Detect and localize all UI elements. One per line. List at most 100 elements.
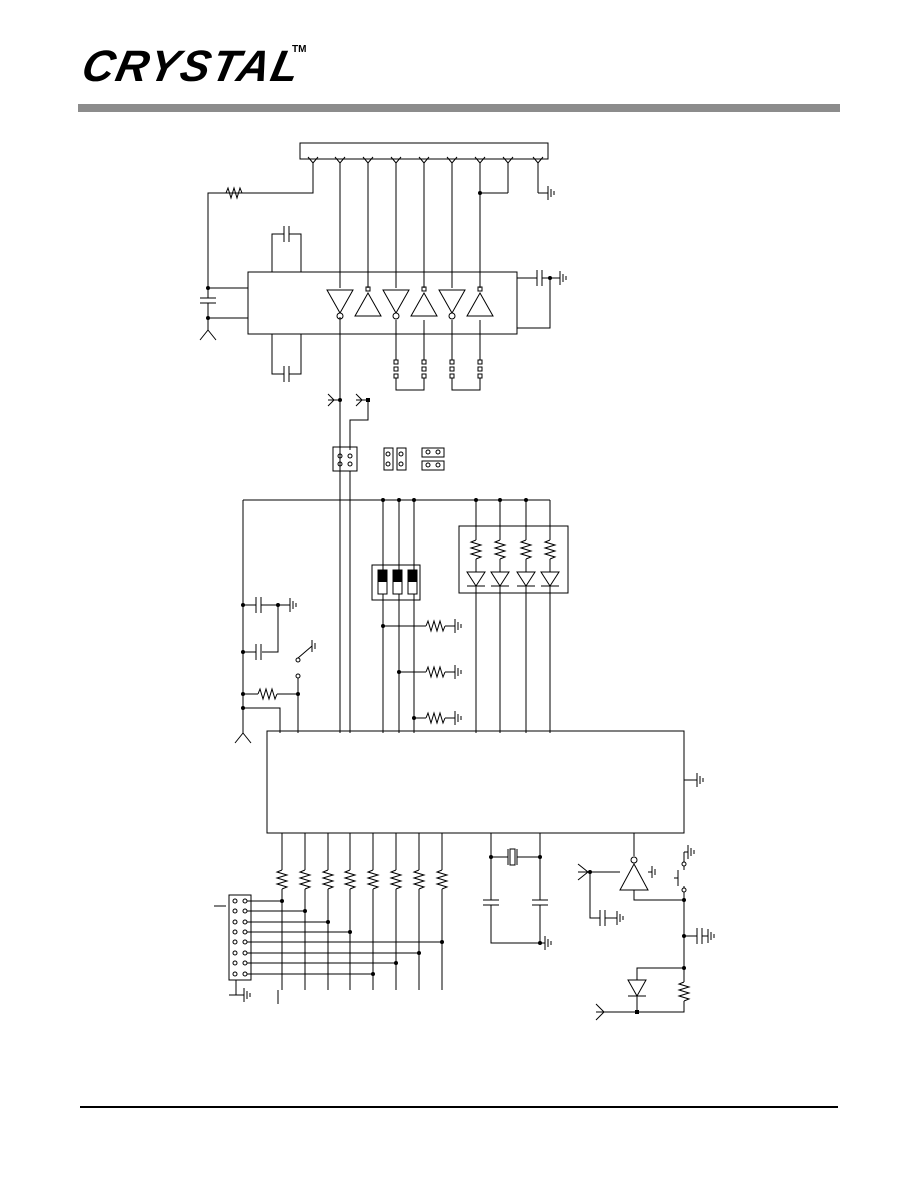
junction-dot — [440, 940, 444, 944]
jumper-pad — [477, 373, 483, 379]
connector-pin — [418, 156, 430, 164]
jumper-pad — [393, 366, 399, 372]
connector-ground-symbol — [537, 163, 555, 200]
series-resistor — [321, 869, 335, 890]
dip-pulldown-resistors — [381, 619, 462, 725]
header-pins — [232, 898, 444, 977]
jumper-pad — [477, 366, 483, 372]
junction-dot — [303, 909, 307, 913]
buffer-bubble — [392, 312, 400, 320]
header-pin — [232, 939, 238, 945]
jumper-link — [451, 378, 481, 391]
jumper-pad — [393, 373, 399, 379]
junction-dot — [326, 920, 330, 924]
series-resistor — [343, 869, 357, 890]
header-pin — [232, 898, 238, 904]
driver-bypass-capacitor — [517, 270, 567, 329]
jumper-pad — [449, 359, 455, 365]
header-pin — [242, 919, 248, 925]
pulldown-resistor — [425, 665, 446, 679]
led-resistor — [543, 539, 557, 560]
led-array — [458, 525, 569, 594]
connector-pin — [362, 156, 374, 164]
footer-rule — [80, 1106, 838, 1108]
connector-pin — [474, 156, 486, 164]
series-resistor — [389, 869, 403, 890]
junction-dot — [280, 899, 284, 903]
buffer-up — [466, 291, 494, 317]
power-rail — [242, 498, 550, 733]
header-pin — [242, 950, 248, 956]
driver-capacitor-top — [271, 226, 302, 272]
header-pin — [232, 971, 238, 977]
jumper-pad — [421, 359, 427, 365]
trademark-mark: TM — [292, 44, 307, 55]
header-ground — [229, 980, 279, 1004]
reset-circuit — [577, 833, 715, 1021]
jumper-pad — [421, 373, 427, 379]
series-resistor — [412, 869, 426, 890]
pulldown-resistor — [425, 711, 446, 725]
junction-dot — [348, 930, 352, 934]
driver-jumper-pads — [393, 320, 483, 391]
led-diode — [540, 571, 560, 587]
jumper-block-1 — [332, 446, 358, 472]
driver-buffers — [326, 286, 494, 320]
serial-connector — [299, 142, 549, 164]
crystal-logo: CRYSTAL TM — [78, 42, 310, 91]
jumper-pad — [393, 359, 399, 365]
series-resistor — [435, 869, 449, 890]
header-pin — [242, 971, 248, 977]
series-resistor — [275, 869, 289, 890]
jumper-pad — [477, 359, 483, 365]
bottom-resistor-network — [275, 833, 449, 990]
header-pin — [242, 908, 248, 914]
led-resistor — [469, 539, 483, 560]
buffer-bubble — [448, 312, 456, 320]
buffer-up — [354, 291, 382, 317]
connector-pin — [334, 156, 346, 164]
mcu-serial-lines — [339, 317, 351, 733]
microcontroller-ic — [266, 730, 704, 834]
series-resistor — [366, 869, 380, 890]
junction-dot — [417, 951, 421, 955]
buffer-down — [438, 289, 466, 315]
led-diode — [516, 571, 536, 587]
buffer-down — [382, 289, 410, 315]
left-decoupling-network — [234, 597, 316, 744]
led-diode — [466, 571, 486, 587]
crystal-oscillator — [483, 833, 552, 950]
expansion-header — [214, 894, 252, 981]
header-pin — [232, 929, 238, 935]
connector-pin — [446, 156, 458, 164]
serial-input-arrows — [327, 393, 370, 450]
connector-pin — [532, 156, 544, 164]
left-rail-capacitor — [199, 287, 248, 341]
jumper-link — [395, 378, 425, 391]
buffer-up — [410, 291, 438, 317]
jumper-block-2 — [383, 447, 407, 471]
jumper-pad — [449, 373, 455, 379]
header-pin — [232, 950, 238, 956]
header-pin — [232, 908, 238, 914]
driver-capacitor-bottom — [271, 334, 302, 382]
header-pin — [242, 898, 248, 904]
jumper-block-3 — [421, 447, 445, 471]
connector-pin — [390, 156, 402, 164]
led-diode — [490, 571, 510, 587]
led-resistor — [493, 539, 507, 560]
jumper-pad — [449, 366, 455, 372]
led-resistors-and-diodes — [466, 500, 560, 733]
header-pin — [242, 960, 248, 966]
top-left-resistor-net — [206, 163, 314, 290]
header-rule — [78, 104, 840, 112]
connector-pin — [502, 156, 514, 164]
header-pin — [232, 919, 238, 925]
header-pin — [242, 929, 248, 935]
junction-dot — [394, 961, 398, 965]
header-pin — [232, 960, 238, 966]
series-resistor — [298, 869, 312, 890]
connector-pin — [307, 156, 319, 164]
pulldown-resistor — [425, 619, 446, 633]
